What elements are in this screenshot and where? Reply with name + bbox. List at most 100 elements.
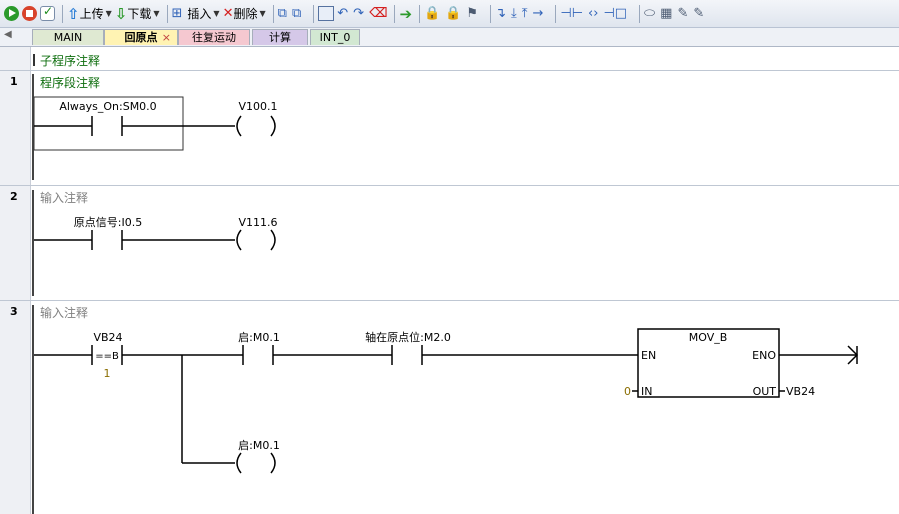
clear-icon: ⌫	[369, 6, 388, 21]
upload-button[interactable]: ⇧上传▼	[67, 4, 112, 24]
branch-down-icon: ↴	[495, 6, 506, 21]
network-1-contact[interactable]	[34, 116, 235, 136]
network-1-coil-label: V100.1	[238, 100, 277, 113]
toolbar-icon-button[interactable]: ⬭▦✎✎	[644, 4, 709, 24]
toolbar-icon-button[interactable]: ↴⤓⤒→	[495, 4, 548, 24]
box-icon: ⊣□	[603, 6, 628, 21]
toolbar-separator	[419, 4, 421, 23]
toolbar-separator	[555, 4, 557, 23]
download-button[interactable]: ⇩下载▼	[115, 4, 160, 24]
mov-b-en: EN	[641, 349, 656, 362]
network-3-contact-3[interactable]	[391, 345, 638, 365]
tab-calc-label: 计算	[269, 31, 291, 44]
toolbar-icon-button[interactable]: 🔒 🔒 ⚑	[424, 4, 483, 24]
tab-reciprocating[interactable]: 往复运动	[178, 29, 250, 45]
insert-icon: ⊞	[171, 6, 183, 21]
network-1-coil[interactable]	[236, 115, 276, 137]
download-label: 下载	[127, 7, 152, 21]
lock-icon: 🔒	[424, 6, 441, 21]
comment-marker	[33, 54, 35, 66]
network-1-contact-label: Always_On:SM0.0	[59, 100, 156, 113]
undo-icon: ↶	[337, 6, 349, 21]
network-icon: ⧉	[291, 6, 302, 21]
lock-icon: 🔒	[445, 6, 462, 21]
network-3-coil[interactable]	[236, 452, 276, 474]
tab-calc[interactable]: 计算	[252, 29, 308, 45]
network-3-compare-top: VB24	[93, 331, 122, 344]
insert-label: 插入	[187, 7, 212, 21]
subroutine-comment[interactable]: 子程序注释	[40, 54, 101, 68]
go-icon: ➔	[399, 4, 413, 23]
toolbar-icon-button[interactable]: ➔	[399, 4, 412, 24]
run-icon	[4, 6, 19, 21]
chevron-down-icon: ▼	[153, 9, 160, 18]
close-tab-icon[interactable]: ×	[161, 31, 171, 44]
delete-label: 删除	[233, 7, 258, 21]
edit-icon: ✎	[693, 6, 705, 21]
network-3-number: 3	[10, 305, 18, 318]
tab-scroll-left-icon[interactable]: ◀	[4, 29, 12, 40]
tab-reciprocating-label: 往复运动	[192, 31, 236, 44]
network-gutter	[0, 47, 31, 514]
edit-icon: ✎	[677, 6, 689, 21]
insert-button[interactable]: ⊞ 插入▼	[172, 4, 220, 24]
line-icon: →	[532, 6, 544, 21]
mov-b-in: IN	[641, 385, 652, 398]
network-1-number: 1	[10, 75, 18, 88]
mov-b-title: MOV_B	[689, 331, 728, 344]
download-arrow-icon: ⇩	[114, 4, 128, 23]
compile-button[interactable]	[40, 4, 55, 24]
network-3-contact-3-label: 轴在原点位:M2.0	[365, 330, 451, 344]
toolbar-separator	[394, 4, 396, 23]
chevron-down-icon: ▼	[259, 9, 266, 18]
network-3-compare-op: ==B	[95, 351, 119, 362]
tab-int0-label: INT_0	[319, 31, 351, 44]
upload-label: 上传	[79, 7, 104, 21]
toolbar-separator	[313, 4, 315, 23]
tab-main[interactable]: MAIN	[32, 29, 104, 45]
delete-button[interactable]: ✕删除▼	[223, 4, 266, 24]
network-2-contact-label: 原点信号:I0.5	[74, 216, 142, 229]
coil-icon: ‹›	[588, 6, 599, 21]
mov-b-in-value[interactable]: 0	[624, 385, 631, 398]
stop-icon	[22, 6, 37, 21]
toolbar-separator	[272, 4, 274, 23]
network-3-comment[interactable]: 输入注释	[40, 306, 89, 320]
toolbar-icon-button[interactable]: ⊣⊢‹›⊣□	[560, 4, 632, 24]
bookmark-icon: ⚑	[466, 6, 479, 21]
delete-icon: ✕	[222, 6, 234, 21]
network-3-contact-2-label: 启:M0.1	[238, 331, 280, 344]
stop-button[interactable]	[22, 4, 37, 24]
window-icon	[318, 6, 335, 21]
tab-main-label: MAIN	[53, 31, 83, 44]
mov-b-box[interactable]	[637, 328, 780, 398]
redo-icon: ↷	[353, 6, 365, 21]
network-3-contact-2[interactable]	[242, 345, 392, 365]
network-3-coil-label: 启:M0.1	[238, 439, 280, 452]
toolbar-icon-button[interactable]: ⧉⧉	[278, 4, 307, 24]
network-separator	[0, 70, 899, 71]
branch-up-icon: ⤒	[521, 6, 528, 21]
run-button[interactable]	[4, 4, 19, 24]
toolbar-separator	[490, 4, 492, 23]
toolbar-separator	[62, 4, 63, 23]
network-1-comment[interactable]: 程序段注释	[40, 76, 101, 90]
network-2-comment[interactable]: 输入注释	[40, 191, 89, 205]
tab-home[interactable]: 回原点×	[104, 29, 178, 45]
network-3-compare-contact[interactable]	[34, 345, 243, 365]
mov-b-out-value[interactable]: VB24	[786, 385, 815, 398]
upload-arrow-icon: ⇧	[67, 4, 80, 23]
network-3-compare-bottom: 1	[104, 367, 111, 380]
network-separator	[0, 300, 899, 301]
toolbar-icon-button[interactable]: ↶ ↷ ⌫	[318, 4, 387, 24]
network-2-coil[interactable]	[236, 229, 276, 251]
toolbar: ⇧上传▼ ⇩下载▼ ⊞插入▼ ✕删除▼ ⧉⧉ ↶↷⌫ ➔ 🔒🔒⚑ ↴⤓⤒→ ⊣⊢…	[0, 0, 899, 28]
tab-int0[interactable]: INT_0	[310, 29, 360, 45]
network-2-contact[interactable]	[34, 230, 235, 250]
network-2-coil-label: V111.6	[238, 216, 277, 229]
editor-tab-bar: ◀ MAIN 回原点× 往复运动 计算 INT_0	[0, 28, 899, 47]
compile-icon	[40, 4, 55, 21]
chevron-down-icon: ▼	[213, 9, 220, 18]
toolbar-separator	[166, 4, 168, 23]
